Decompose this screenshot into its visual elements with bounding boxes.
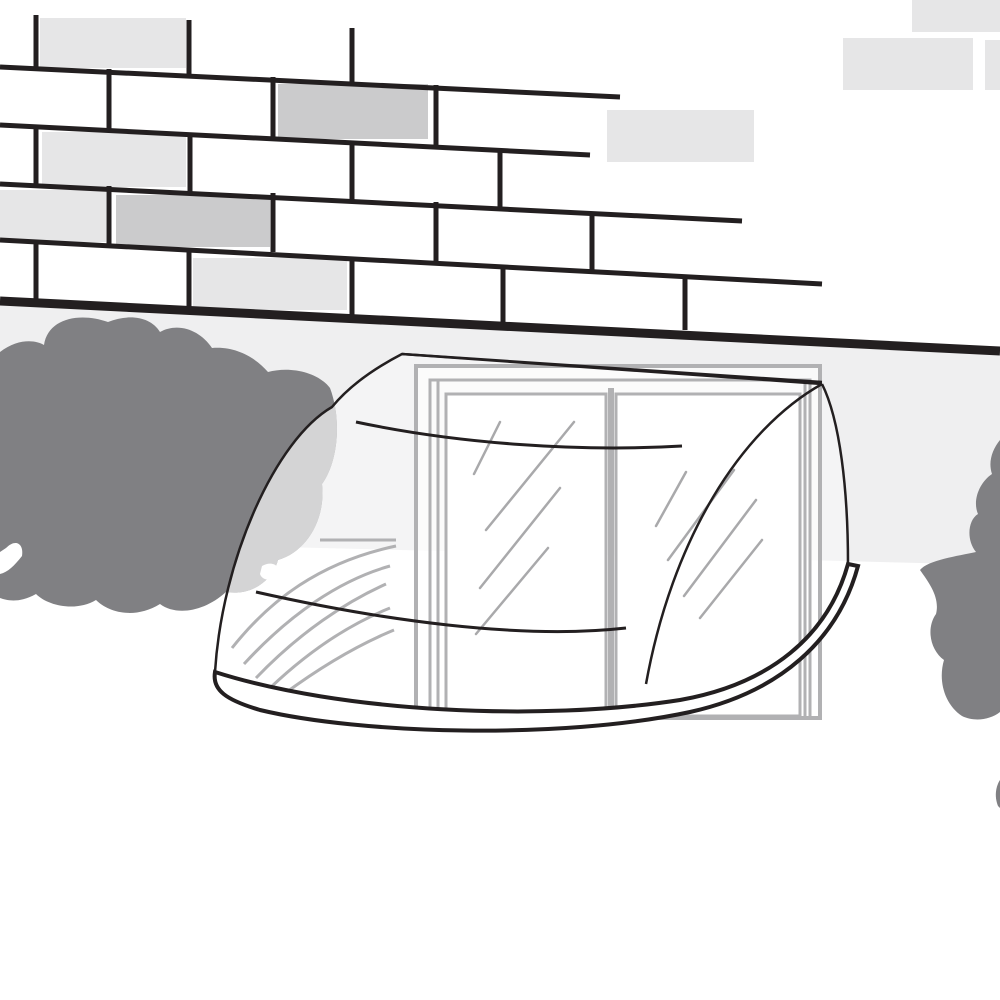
mortar-lines xyxy=(0,15,823,330)
dome-reflection-bottom xyxy=(255,590,627,634)
dome-right-edge xyxy=(820,383,850,565)
well-interior xyxy=(230,538,397,696)
dome-rim xyxy=(212,561,861,733)
brick xyxy=(843,38,973,90)
shrub-icon xyxy=(920,440,1000,808)
shrub-leaf-gap xyxy=(260,563,279,580)
brick xyxy=(0,190,106,242)
brick xyxy=(193,258,347,310)
brick xyxy=(116,195,270,247)
sill-line xyxy=(0,296,1000,356)
brick xyxy=(40,18,186,68)
shrub-right xyxy=(920,440,1000,720)
brick xyxy=(912,0,1000,32)
brick-wall xyxy=(0,0,1000,330)
glass-streaks xyxy=(472,420,764,636)
dome-reflection-top xyxy=(355,420,683,450)
dome-top-edge xyxy=(401,352,823,386)
brick-fills xyxy=(0,0,1000,310)
window-well-dome-icon xyxy=(212,352,861,733)
window-pane-left xyxy=(444,392,608,718)
brick xyxy=(278,84,428,139)
brick xyxy=(607,110,754,162)
dome-inner-curve xyxy=(644,382,823,685)
dome-outline xyxy=(213,352,823,673)
shrub-icon xyxy=(0,317,337,613)
basement-window-icon xyxy=(414,364,822,720)
shrub-right-lower xyxy=(995,780,1000,808)
shrub-leaf-gap xyxy=(0,542,23,574)
brick xyxy=(42,132,186,187)
brick xyxy=(985,40,1000,90)
